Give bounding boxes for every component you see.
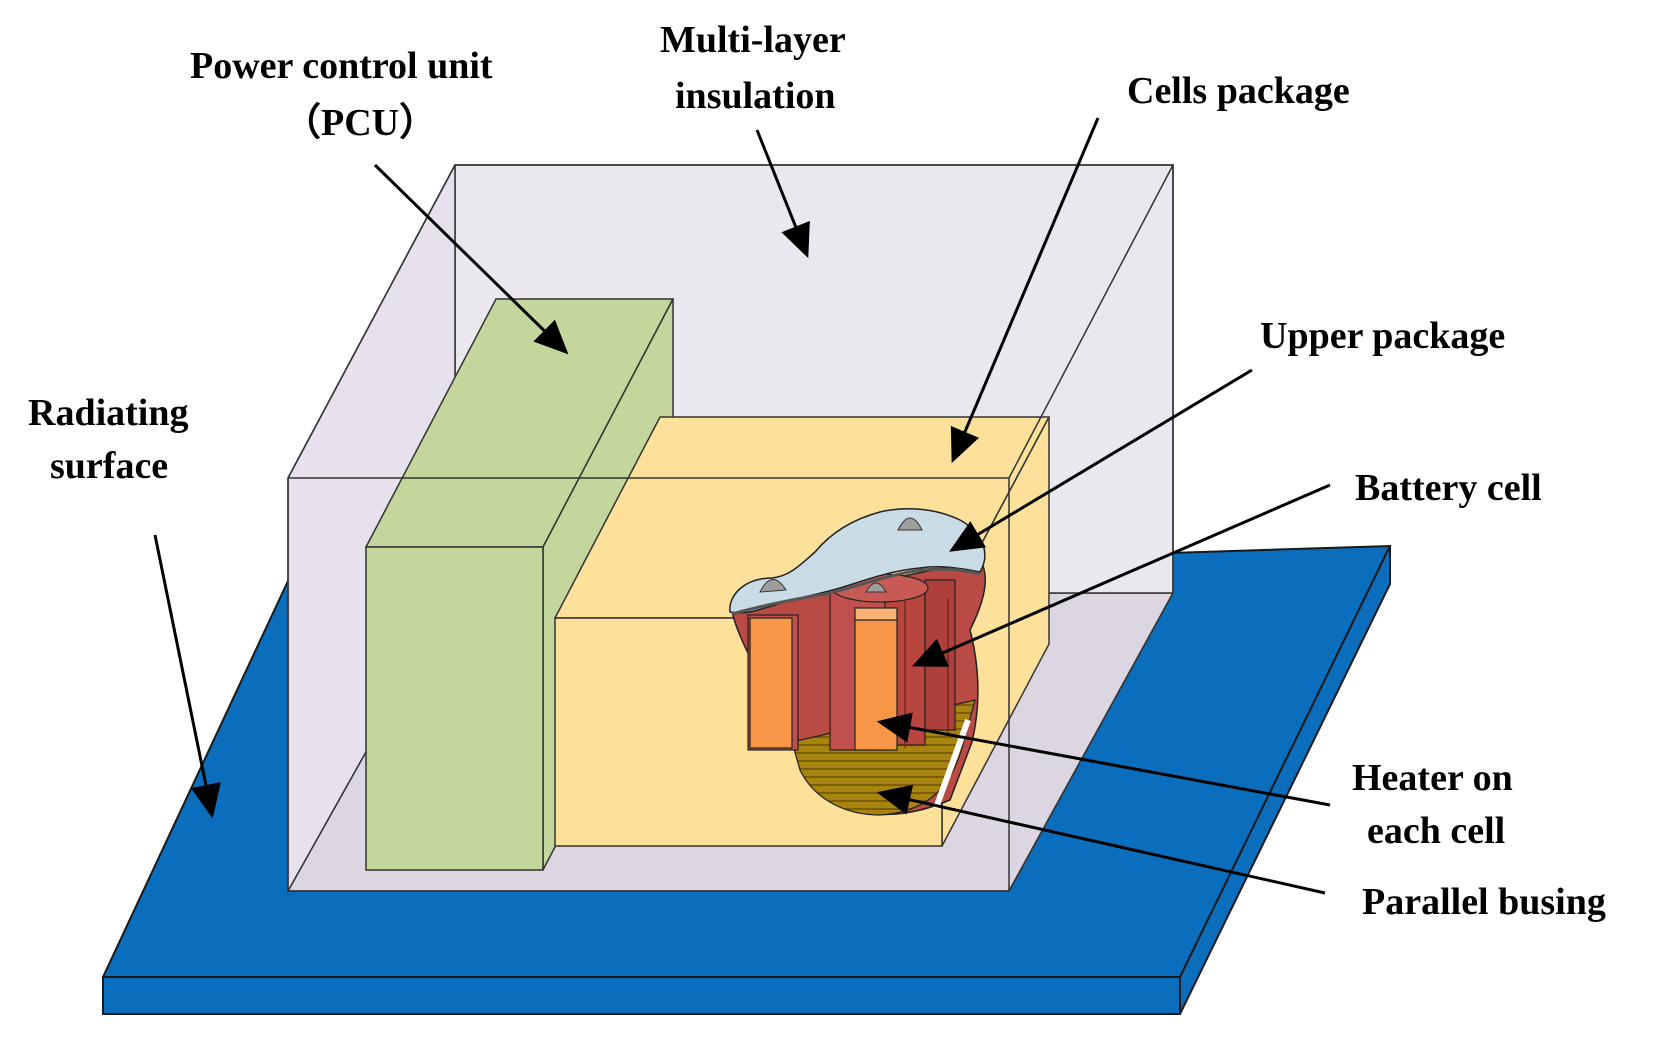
pcu-front bbox=[365, 546, 544, 871]
busing-white-edge bbox=[933, 718, 971, 810]
terminal-cap bbox=[897, 517, 923, 531]
heater-strip-top bbox=[854, 607, 898, 621]
arrow-upper-package bbox=[949, 368, 1253, 552]
labels: Power control unit （PCU） Multi-layer ins… bbox=[28, 19, 1606, 923]
leader-arrows bbox=[153, 117, 1331, 895]
label-mli-line1: Multi-layer bbox=[660, 19, 846, 61]
arrow-pcu bbox=[373, 163, 569, 355]
label-mli-line2: insulation bbox=[675, 75, 836, 117]
upper-package-edge bbox=[731, 567, 981, 616]
label-radiating-line2: surface bbox=[50, 445, 168, 487]
label-pcu-line1: Power control unit bbox=[190, 45, 493, 87]
label-cells-package: Cells package bbox=[1127, 70, 1350, 112]
arrow-insulation bbox=[755, 129, 810, 259]
terminal-cap bbox=[865, 582, 887, 593]
label-heater-line2: each cell bbox=[1367, 810, 1505, 852]
label-radiating-line1: Radiating bbox=[28, 392, 188, 434]
plate-front-edge bbox=[102, 976, 1181, 1015]
arrow-parallel-busing bbox=[876, 784, 1326, 895]
heater-strip bbox=[749, 617, 793, 749]
label-upper-package: Upper package bbox=[1260, 315, 1505, 357]
arrow-cells-package bbox=[950, 117, 1100, 464]
heater-strip bbox=[854, 619, 898, 751]
arrow-battery-cell bbox=[911, 483, 1331, 667]
label-heater-line1: Heater on bbox=[1352, 757, 1513, 799]
terminal-cap bbox=[759, 579, 787, 593]
plate-side-edge bbox=[1179, 545, 1391, 1015]
label-battery-cell: Battery cell bbox=[1355, 467, 1542, 509]
terminal bbox=[865, 582, 887, 593]
label-parallel-busing: Parallel busing bbox=[1362, 881, 1606, 923]
arrow-heater bbox=[876, 712, 1331, 807]
label-pcu-line2: （PCU） bbox=[283, 102, 437, 144]
arrow-radiating-surface bbox=[153, 534, 221, 819]
